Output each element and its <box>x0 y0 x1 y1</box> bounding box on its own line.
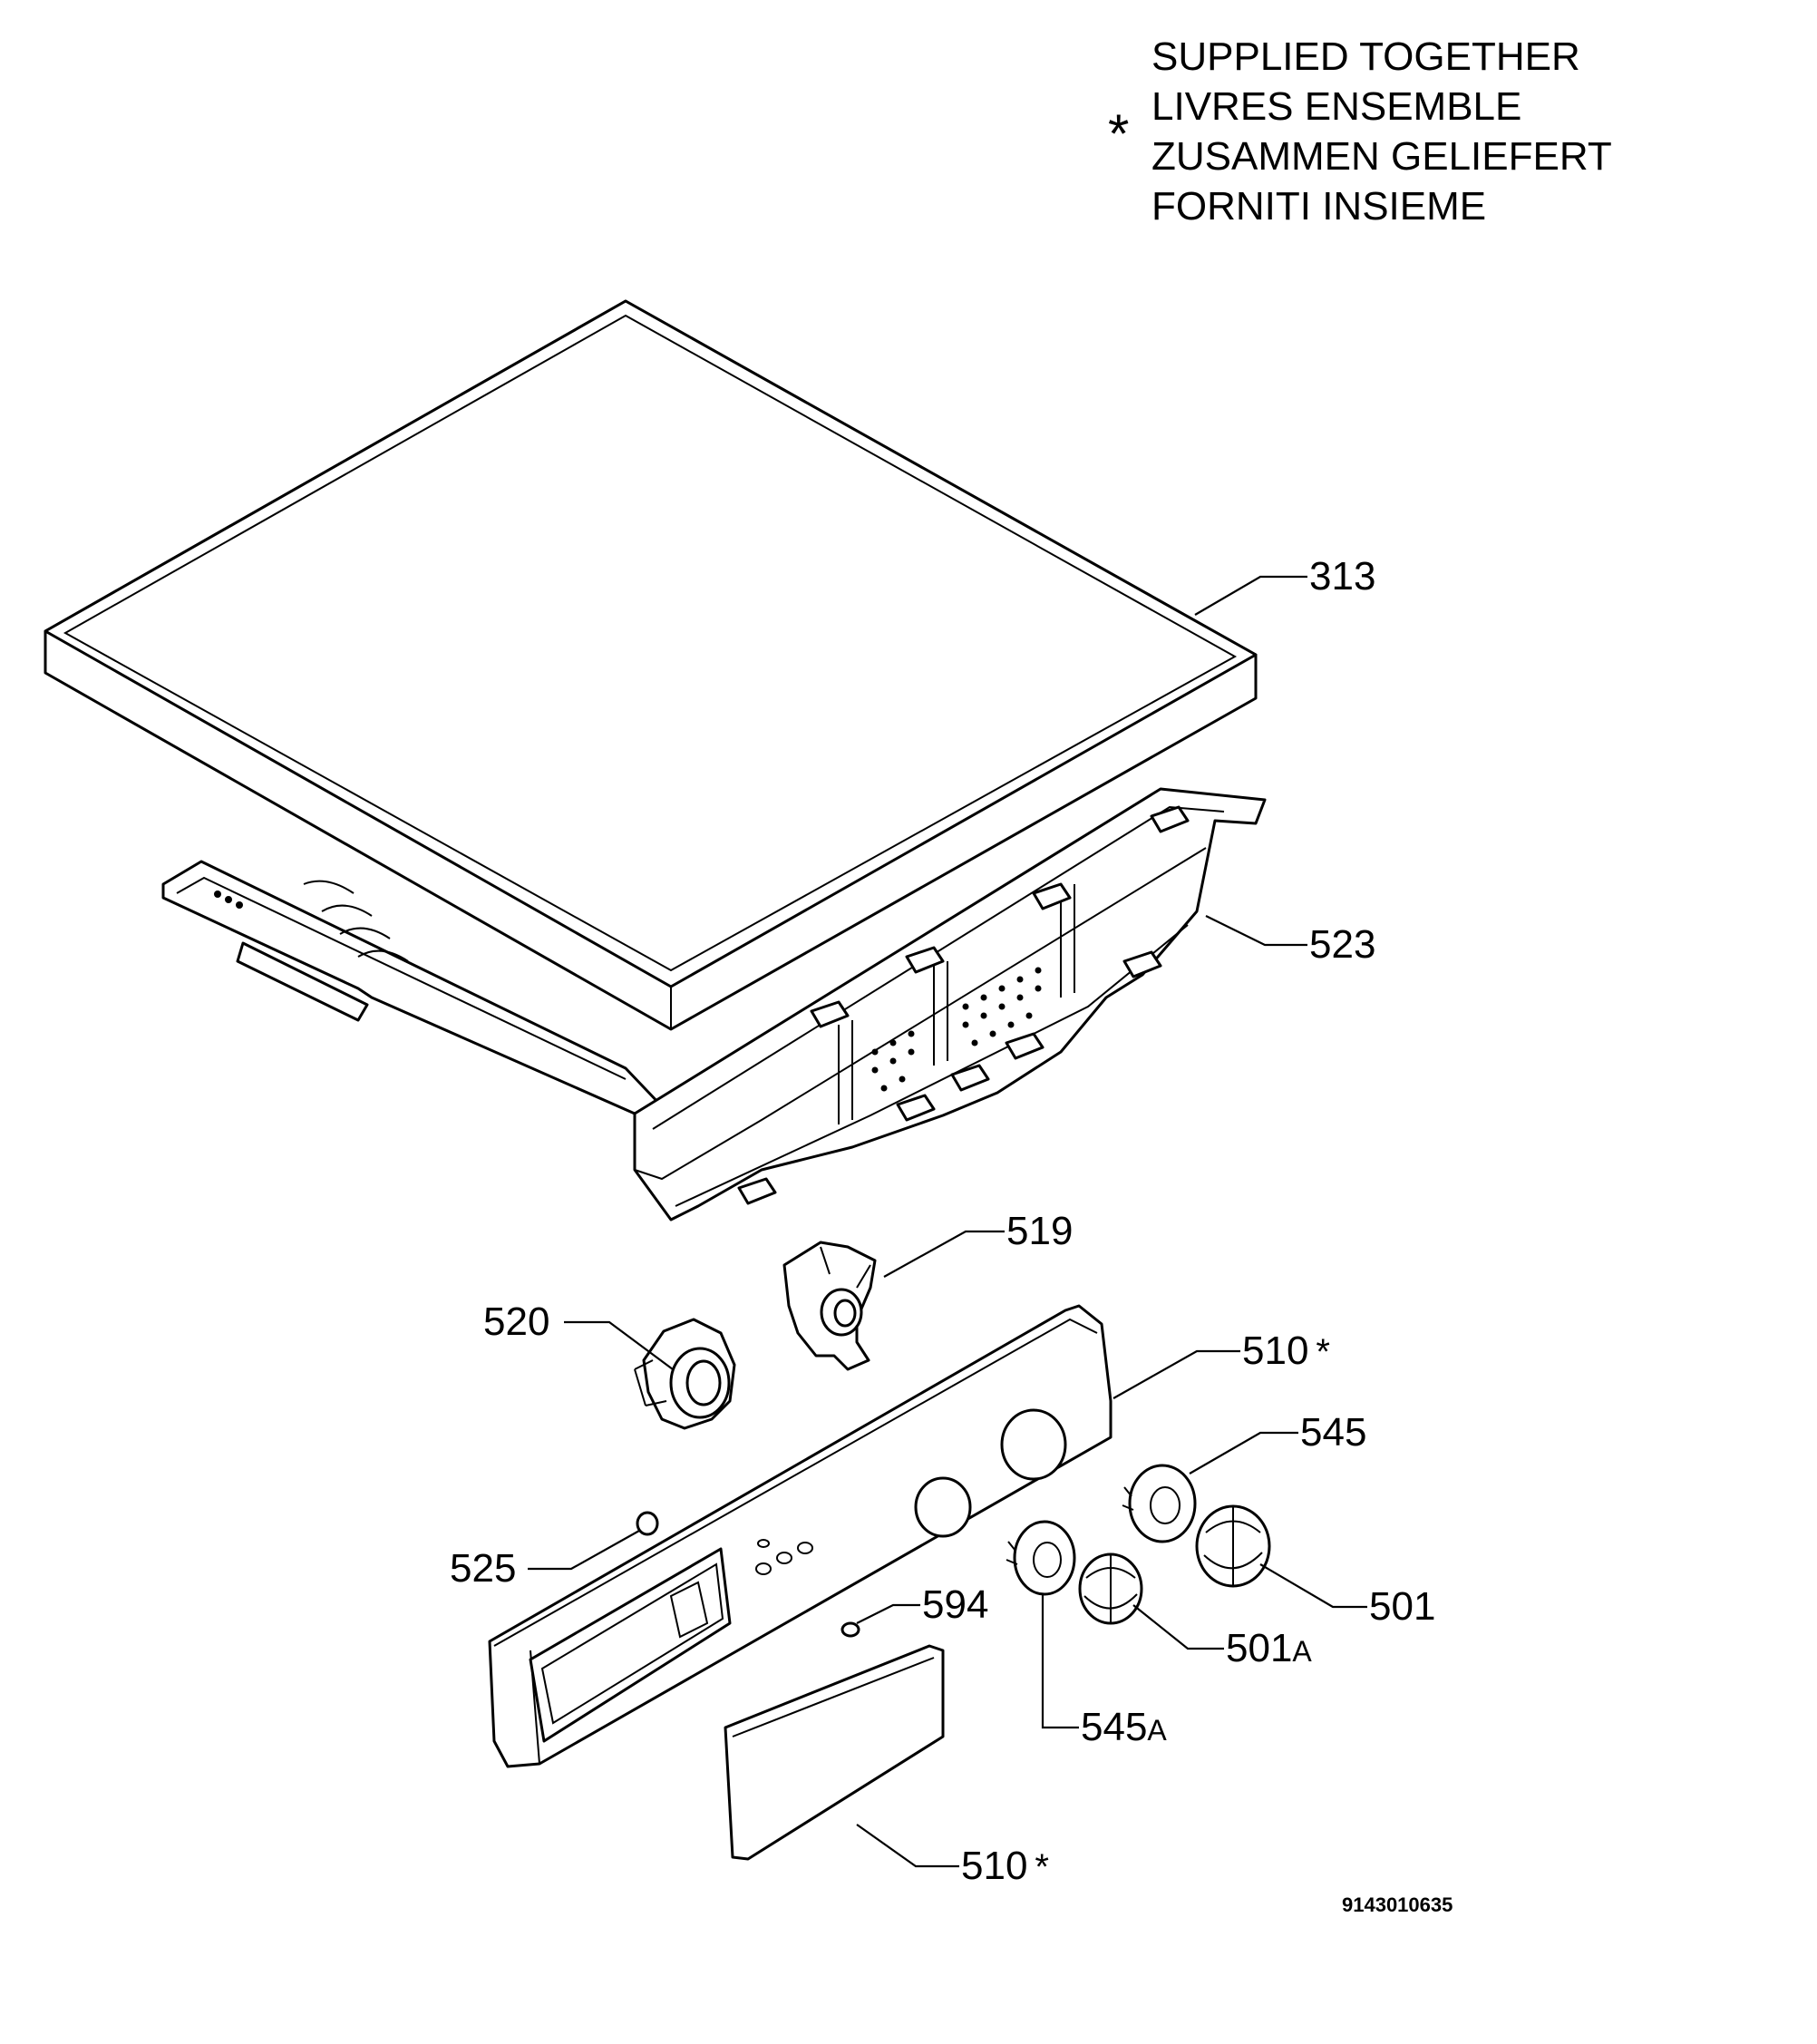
callout-510-panel-number: 510 <box>1242 1329 1309 1373</box>
callout-519: 519 <box>1006 1209 1074 1253</box>
callout-545a-number: 545 <box>1081 1705 1148 1749</box>
callout-520: 520 <box>483 1299 550 1344</box>
callout-501: 501 <box>1369 1584 1436 1629</box>
callout-545: 545 <box>1300 1410 1367 1455</box>
legend-line-it: FORNITI INSIEME <box>1151 184 1487 229</box>
callout-510-panel: 510* <box>1242 1329 1330 1373</box>
callout-523: 523 <box>1309 922 1376 967</box>
callout-501a-suffix: A <box>1292 1635 1312 1668</box>
knob-501a <box>1078 1552 1143 1625</box>
callout-510-handle-number: 510 <box>961 1844 1028 1888</box>
legend-line-fr: LIVRES ENSEMBLE <box>1151 84 1522 129</box>
callout-510-handle-star: * <box>1035 1847 1049 1887</box>
callout-545a-suffix: A <box>1147 1714 1167 1747</box>
callout-594: 594 <box>922 1582 989 1627</box>
knob-holder-545 <box>1122 1464 1197 1543</box>
knob-501 <box>1195 1504 1271 1588</box>
supplied-together-legend: SUPPLIED TOGETHER LIVRES ENSEMBLE ZUSAMM… <box>1151 32 1612 231</box>
control-panel-fascia-510 <box>488 1304 1113 1768</box>
drawing-code: 9143010635 <box>1342 1893 1453 1916</box>
legend-asterisk: * <box>1108 103 1130 164</box>
legend-line-en: SUPPLIED TOGETHER <box>1151 34 1580 79</box>
indicator-lens-594 <box>840 1621 860 1638</box>
worktop-lid-313 <box>44 299 1258 1031</box>
small-bracket-520 <box>634 1318 736 1430</box>
leader-lines <box>528 575 1367 1868</box>
dispenser-handle-510 <box>724 1644 945 1861</box>
knob-holder-545a <box>1006 1520 1076 1596</box>
callout-313: 313 <box>1309 554 1376 599</box>
selector-bracket-519 <box>782 1241 877 1371</box>
callout-501a: 501A <box>1226 1629 1312 1671</box>
indicator-lens-525 <box>636 1511 659 1536</box>
callout-501a-number: 501 <box>1226 1626 1293 1670</box>
legend-line-de: ZUSAMMEN GELIEFERT <box>1151 134 1612 179</box>
callout-510-handle: 510* <box>961 1844 1049 1888</box>
callout-510-panel-star: * <box>1316 1332 1330 1372</box>
callout-525: 525 <box>450 1546 517 1591</box>
callout-545a: 545A <box>1081 1708 1167 1750</box>
panel-support-frame-523 <box>161 787 1267 1222</box>
